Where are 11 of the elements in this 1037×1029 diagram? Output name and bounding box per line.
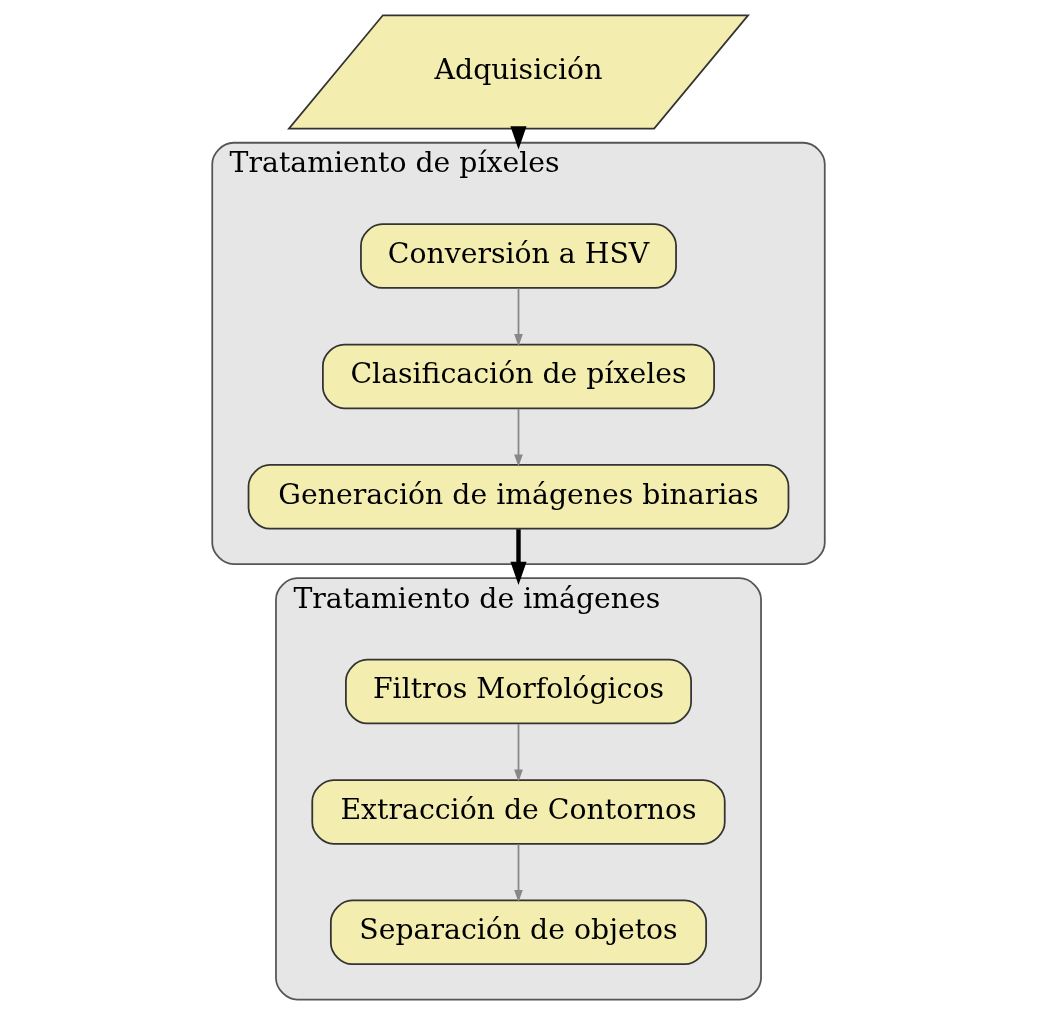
arrow (514, 843, 523, 903)
arrow (510, 529, 527, 585)
node-box: Separación de objetos (329, 899, 708, 966)
arrow (514, 408, 523, 467)
arrow (514, 287, 523, 347)
node-box: Extracción de Contornos (311, 779, 726, 845)
node-box: Conversión a HSV (360, 223, 677, 289)
node-box: Filtros Morfológicos (345, 658, 692, 725)
node-box: Generación de imágenes binarias (247, 464, 790, 530)
arrow (514, 723, 523, 782)
node-box: Clasificación de píxeles (322, 343, 715, 410)
